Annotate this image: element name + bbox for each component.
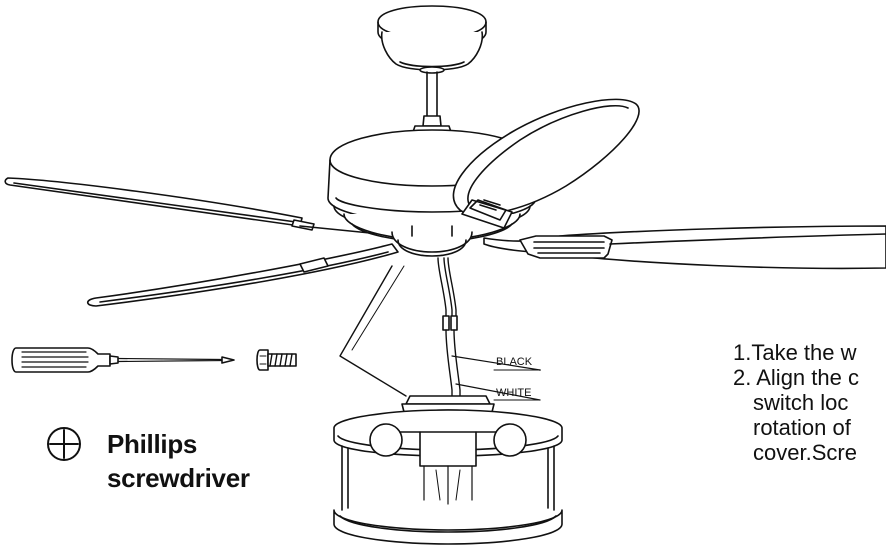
step-2-line-1: 2. Align the c bbox=[733, 365, 859, 390]
step-1-text: 1.Take the w bbox=[733, 340, 857, 365]
tool-label-line-1: Phillips bbox=[107, 429, 198, 459]
step-2-line-4: cover.Scre bbox=[753, 440, 857, 465]
pointer-lines bbox=[339, 265, 407, 397]
screwdriver-icon bbox=[11, 347, 235, 373]
downrod bbox=[412, 71, 452, 133]
wire-label-white: WHITE bbox=[496, 387, 532, 399]
fan-blade-upper-right bbox=[452, 98, 640, 229]
light-kit bbox=[333, 395, 563, 545]
step-2-line-2: switch loc bbox=[753, 390, 849, 415]
fan-blade-lower-left bbox=[86, 243, 399, 307]
step-2-line-3: rotation of bbox=[753, 415, 851, 440]
screw-icon bbox=[256, 349, 297, 371]
tool-label-line-2: screwdriver bbox=[107, 463, 250, 493]
ceiling-canopy bbox=[377, 5, 487, 74]
wire-label-black: BLACK bbox=[496, 356, 533, 368]
fan-blade-right bbox=[483, 225, 886, 270]
fan-blade-left bbox=[4, 177, 381, 235]
wire-bundle bbox=[437, 257, 541, 411]
instruction-steps: 1.Take the w 2. Align the c switch loc r… bbox=[733, 340, 886, 465]
phillips-head-icon bbox=[47, 427, 81, 461]
